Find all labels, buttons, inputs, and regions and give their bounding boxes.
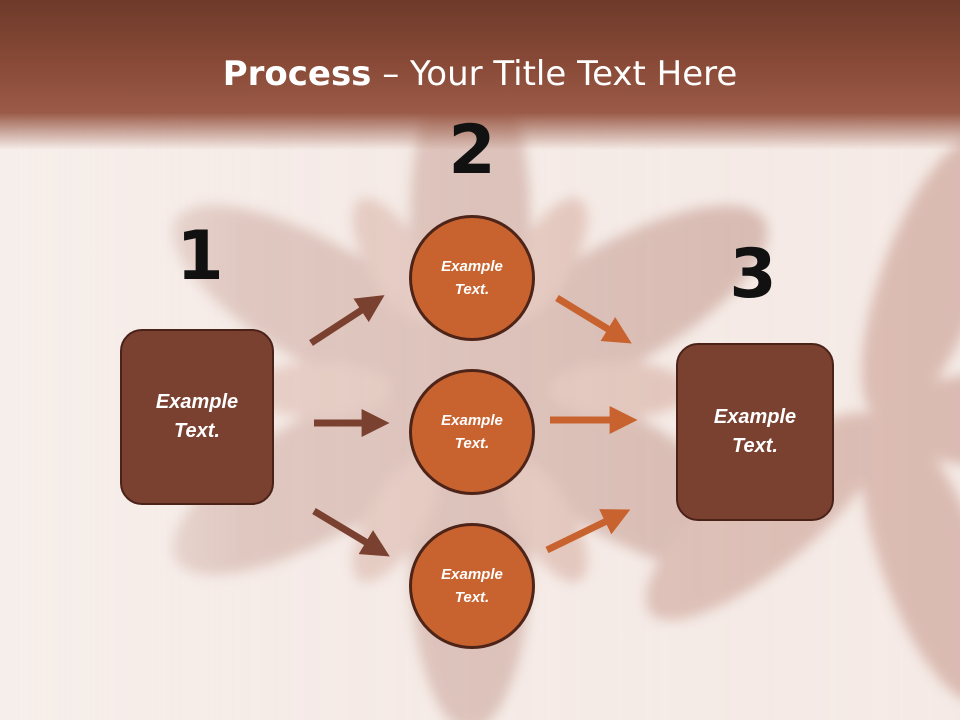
slide-title[interactable]: Process – Your Title Text Here — [0, 52, 960, 96]
circle-bottom[interactable]: Example Text. — [409, 523, 535, 649]
left-box[interactable]: Example Text. — [120, 329, 274, 505]
left-box-text: Example Text. — [155, 391, 239, 442]
title-rest: – Your Title Text Here — [371, 54, 738, 94]
title-bold: Process — [222, 54, 372, 94]
circle-middle[interactable]: Example Text. — [409, 369, 535, 495]
circle-middle-text: Example Text. — [441, 412, 503, 452]
left-arrows — [309, 295, 390, 557]
circle-bottom-text: Example Text. — [441, 566, 503, 606]
step-number-2: 2 — [448, 111, 496, 190]
step-number-1: 1 — [176, 217, 224, 296]
arrow-right-down — [545, 509, 631, 554]
circle-top[interactable]: Example Text. — [409, 215, 535, 341]
arrow-left-up — [309, 295, 385, 346]
arrow-left-down — [312, 507, 390, 557]
step-number-3: 3 — [729, 235, 777, 314]
arrow-right-up — [555, 295, 632, 344]
right-box[interactable]: Example Text. — [676, 343, 834, 521]
right-box-text: Example Text. — [713, 406, 797, 457]
circle-top-text: Example Text. — [441, 258, 503, 298]
right-arrows — [545, 295, 638, 554]
title-banner — [0, 0, 960, 150]
